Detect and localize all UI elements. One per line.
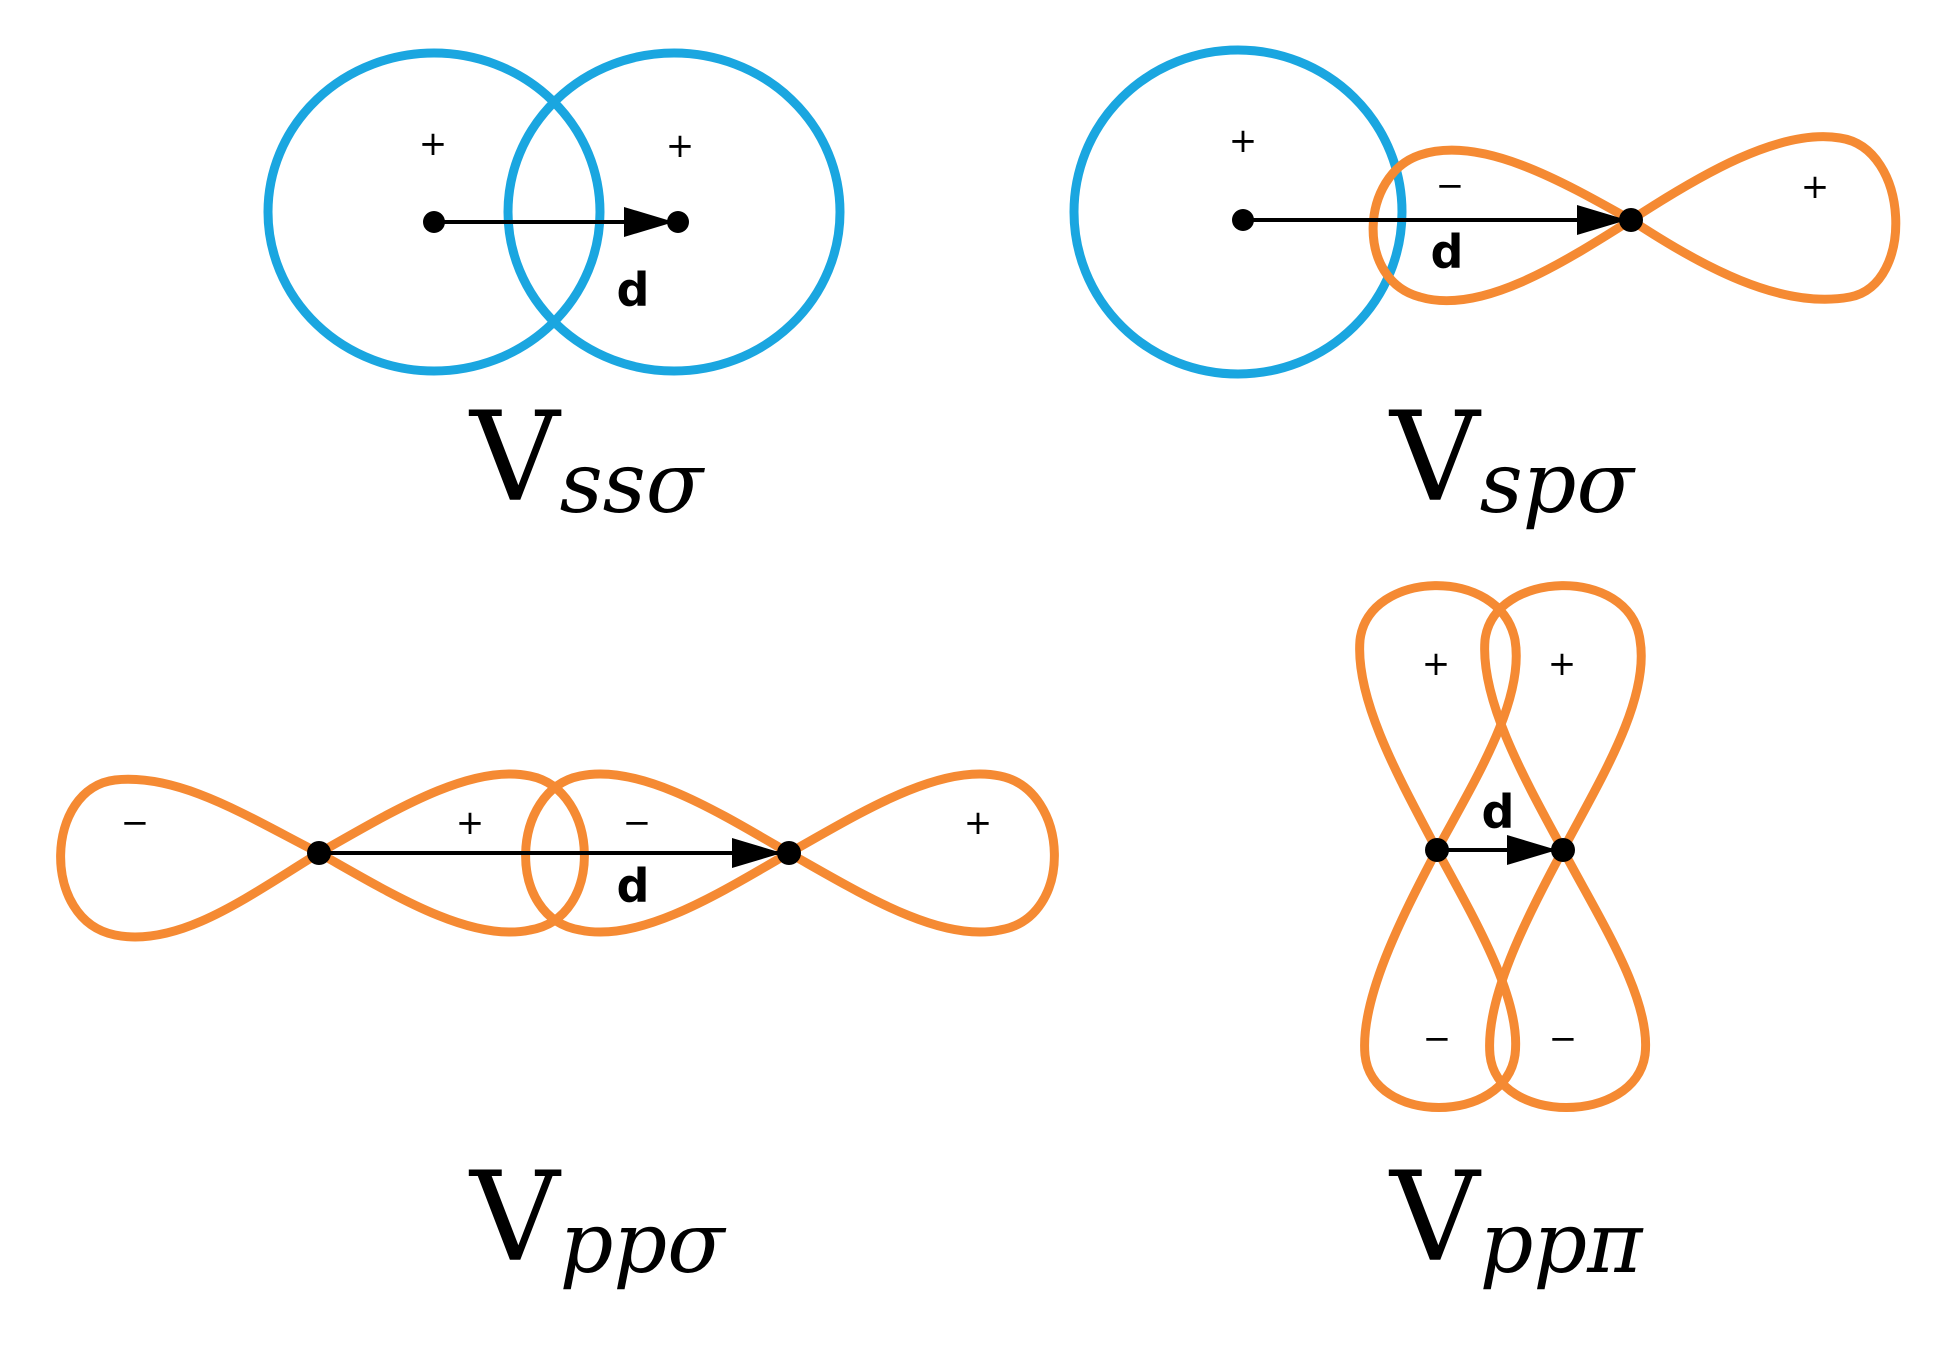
atom-center-s bbox=[1232, 209, 1254, 231]
sign-p-inner: − bbox=[1436, 166, 1465, 206]
sign-top-right: + bbox=[1548, 644, 1577, 684]
atom-center-right bbox=[777, 841, 801, 865]
distance-label: d bbox=[617, 263, 650, 317]
distance-label: d bbox=[1482, 785, 1515, 839]
sign-p-outer: + bbox=[1801, 167, 1830, 207]
atom-center-p bbox=[1619, 208, 1643, 232]
caption-main: V bbox=[468, 386, 562, 530]
caption-sub: spσ bbox=[1480, 434, 1637, 532]
panel-ss-sigma: + + d Vssσ bbox=[263, 48, 845, 532]
caption-main: V bbox=[1388, 386, 1482, 530]
caption-sp-sigma: Vspσ bbox=[1388, 386, 1636, 532]
atom-center-left bbox=[423, 211, 445, 233]
atom-center-left bbox=[307, 841, 331, 865]
sign-bottom-right: − bbox=[1549, 1019, 1578, 1059]
sign-left: + bbox=[419, 124, 448, 164]
s-orbital-left bbox=[263, 48, 605, 376]
panel-sp-sigma: + − + d Vspσ bbox=[1069, 45, 1901, 532]
distance-label: d bbox=[1431, 225, 1464, 279]
caption-pp-pi: Vppπ bbox=[1388, 1146, 1644, 1292]
atom-center-right bbox=[667, 211, 689, 233]
sign-bottom-left: − bbox=[1423, 1019, 1452, 1059]
sign-4: + bbox=[964, 803, 993, 843]
sign-2: + bbox=[456, 803, 485, 843]
sign-3: − bbox=[623, 803, 652, 843]
sign-top-left: + bbox=[1422, 644, 1451, 684]
panel-pp-sigma: − + − + d Vppσ bbox=[56, 769, 1059, 1292]
caption-sub: ppσ bbox=[560, 1194, 728, 1292]
caption-pp-sigma: Vppσ bbox=[468, 1146, 727, 1292]
sign-s: + bbox=[1229, 121, 1258, 161]
caption-sub: ppπ bbox=[1480, 1194, 1645, 1292]
atom-center-left bbox=[1425, 838, 1449, 862]
caption-main: V bbox=[468, 1146, 562, 1290]
caption-main: V bbox=[1388, 1146, 1482, 1290]
sign-1: − bbox=[121, 803, 150, 843]
caption-sub: ssσ bbox=[560, 434, 706, 532]
s-orbital bbox=[1069, 45, 1407, 379]
s-orbital-right bbox=[503, 48, 845, 376]
sign-right: + bbox=[666, 126, 695, 166]
atom-center-right bbox=[1551, 838, 1575, 862]
distance-label: d bbox=[617, 859, 650, 913]
caption-ss-sigma: Vssσ bbox=[468, 386, 706, 532]
panel-pp-pi: + + − − d Vppπ bbox=[1355, 581, 1651, 1292]
